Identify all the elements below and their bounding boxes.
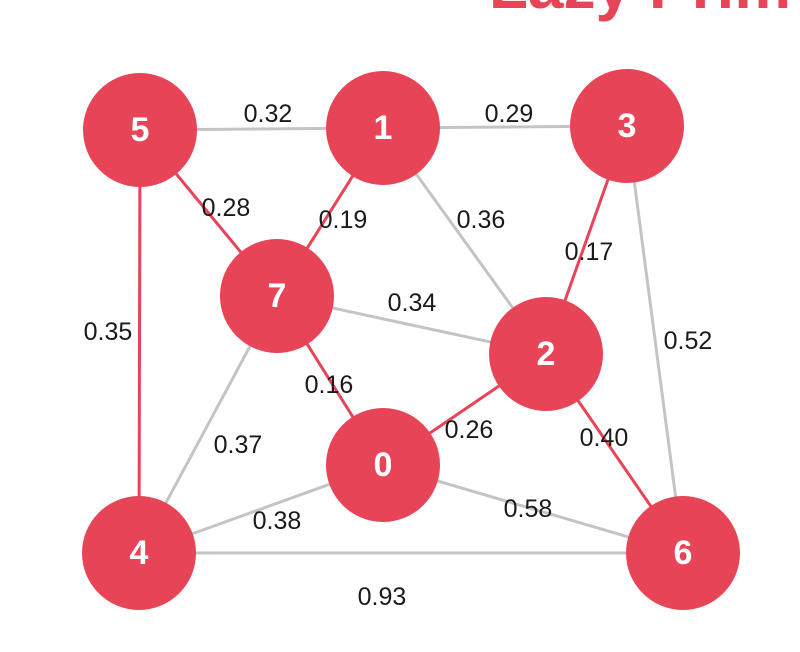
node-label: 1 bbox=[374, 109, 393, 147]
node-circle bbox=[570, 69, 684, 183]
edge-weight-label: 0.28 bbox=[202, 194, 251, 222]
node-circle bbox=[220, 239, 334, 353]
edge-labels-layer: 0.32 0.29 0.28 0.19 0.36 0.17 0.35 0.34 0.52 0.16… bbox=[84, 100, 713, 611]
edge-weight-label: 0.38 bbox=[253, 507, 302, 535]
edge-weight-label: 0.17 bbox=[565, 238, 614, 266]
edge-weight-label: 0.19 bbox=[319, 206, 368, 234]
edge-weight-label: 0.29 bbox=[485, 100, 534, 128]
node-4: 4 bbox=[82, 496, 196, 610]
node-circle bbox=[489, 297, 603, 411]
edge-weight-label: 0.36 bbox=[457, 206, 506, 234]
node-circle bbox=[326, 71, 440, 185]
node-label: 2 bbox=[537, 335, 556, 373]
node-label: 6 bbox=[674, 534, 693, 572]
node-1: 1 bbox=[326, 71, 440, 185]
edge-weight-label: 0.58 bbox=[504, 495, 553, 523]
node-2: 2 bbox=[489, 297, 603, 411]
edge-weight-label: 0.32 bbox=[244, 100, 293, 128]
edge-weight-label: 0.16 bbox=[305, 371, 354, 399]
edge-weight-label: 0.34 bbox=[388, 289, 437, 317]
node-6: 6 bbox=[626, 496, 740, 610]
edge-weight-label: 0.37 bbox=[214, 431, 263, 459]
edge-weight-label: 0.40 bbox=[580, 424, 629, 452]
node-5: 5 bbox=[83, 73, 197, 187]
node-0: 0 bbox=[326, 408, 440, 522]
node-circle bbox=[326, 408, 440, 522]
nodes-layer: 5 1 3 7 2 0 4 6 bbox=[82, 69, 740, 610]
node-label: 3 bbox=[618, 107, 637, 145]
node-label: 5 bbox=[131, 111, 150, 149]
page-title: Lazy Prim bbox=[489, 0, 791, 22]
node-label: 4 bbox=[130, 534, 149, 572]
edge-5-4 bbox=[137, 129, 142, 554]
node-circle bbox=[83, 73, 197, 187]
node-7: 7 bbox=[220, 239, 334, 353]
node-circle bbox=[82, 496, 196, 610]
edge-3-6 bbox=[625, 125, 685, 554]
edge-weight-label: 0.93 bbox=[358, 583, 407, 611]
node-label: 0 bbox=[374, 446, 393, 484]
edge-weight-label: 0.35 bbox=[84, 318, 133, 346]
edge-weight-label: 0.52 bbox=[664, 327, 713, 355]
node-circle bbox=[626, 496, 740, 610]
edge-weight-label: 0.26 bbox=[445, 416, 494, 444]
node-label: 7 bbox=[268, 277, 287, 315]
node-3: 3 bbox=[570, 69, 684, 183]
